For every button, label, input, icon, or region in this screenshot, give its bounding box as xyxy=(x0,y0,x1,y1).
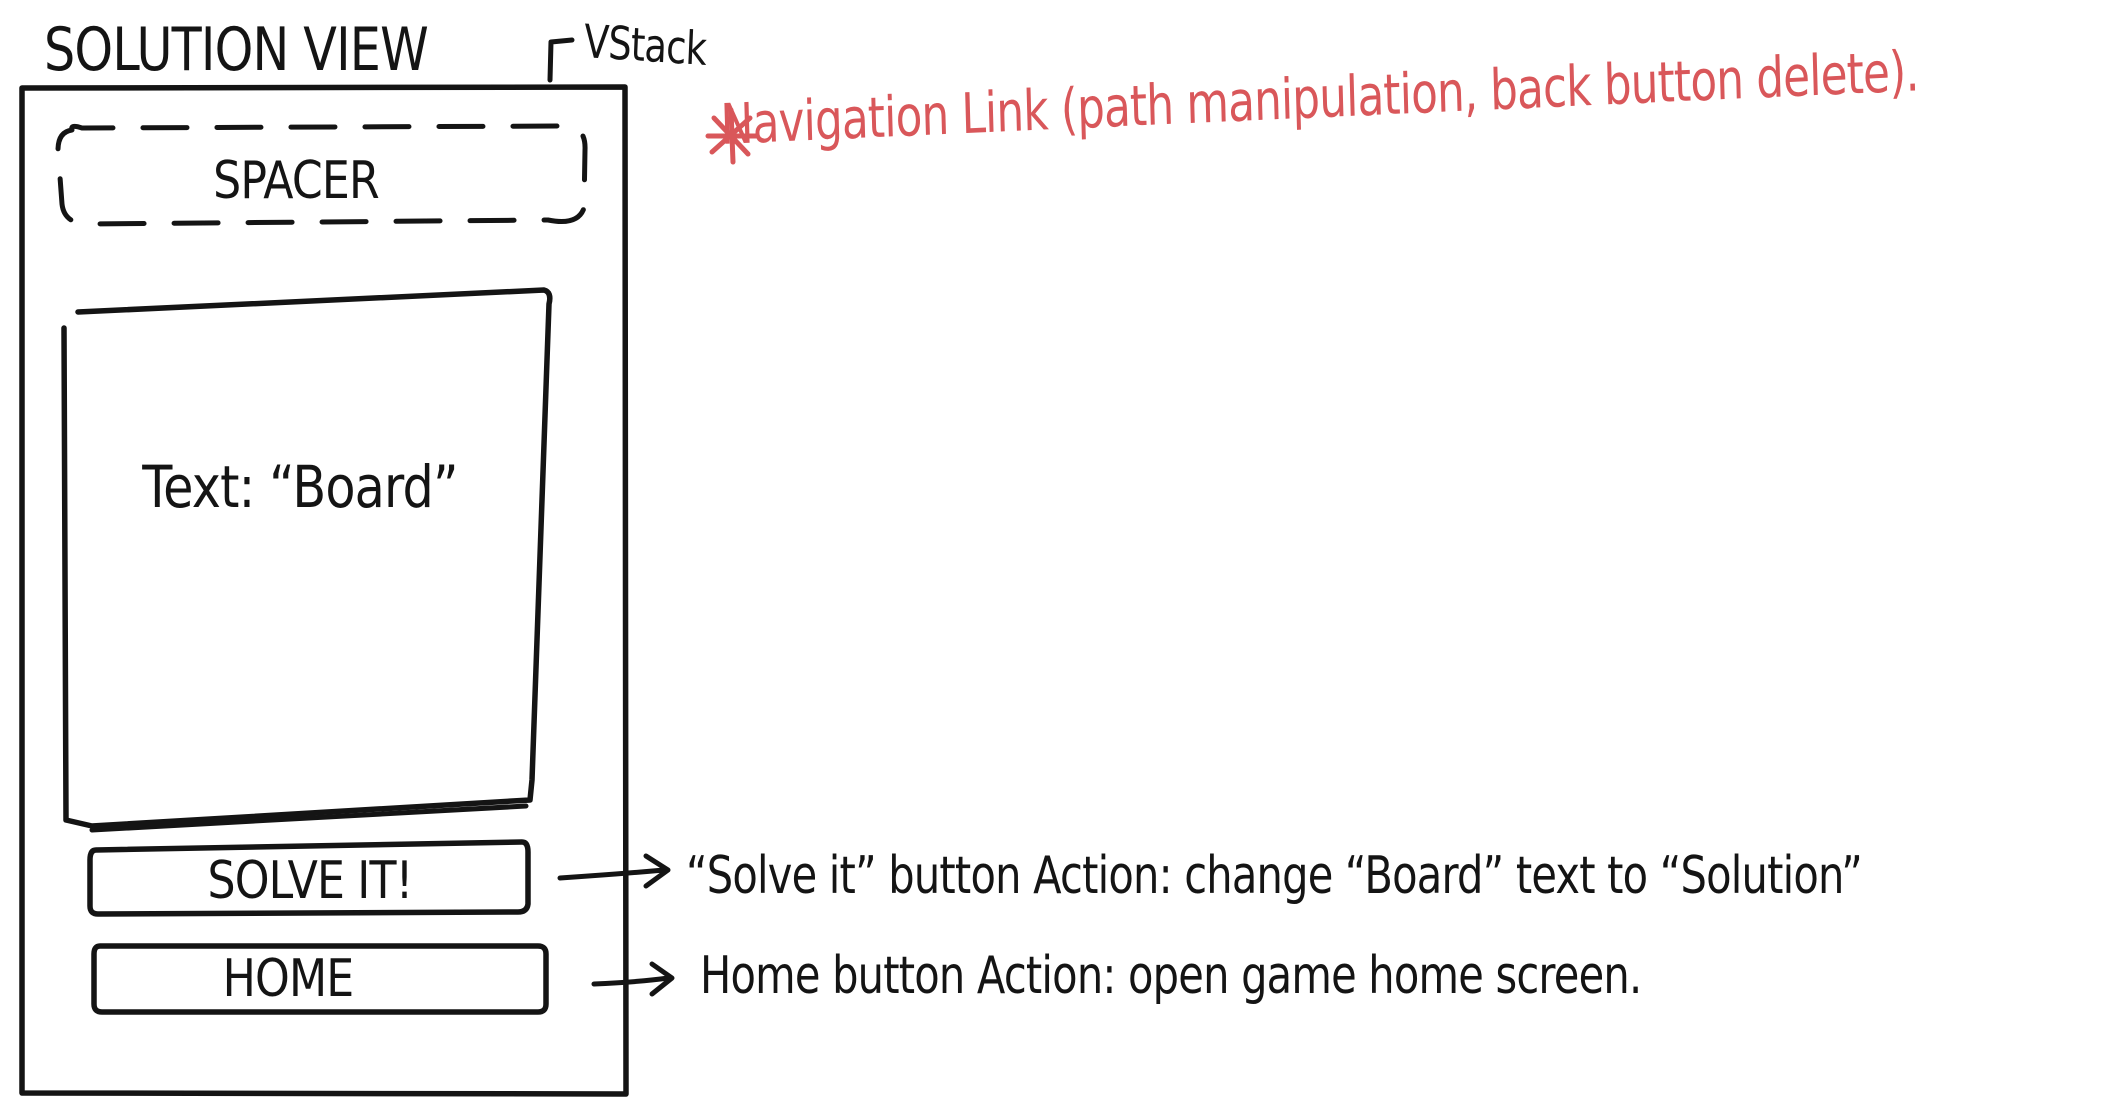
vstack-frame xyxy=(19,84,629,1097)
solve-button-label: SOLVE IT! xyxy=(207,851,414,911)
home-arrow xyxy=(591,961,675,997)
board-box xyxy=(61,287,553,829)
spacer-label: SPACER xyxy=(213,151,380,211)
board-box-underline xyxy=(89,803,529,833)
page-title: SOLUTION VIEW xyxy=(44,15,429,85)
solve-button-outline xyxy=(87,839,531,917)
asterisk-icon xyxy=(705,107,759,165)
home-button-annotation: Home button Action: open game home scree… xyxy=(700,946,1642,1006)
home-button-label: HOME xyxy=(222,949,355,1009)
home-button-outline xyxy=(91,943,549,1015)
vstack-label: VStack xyxy=(582,14,708,76)
solve-button-annotation: “Solve it” button Action: change “Board”… xyxy=(686,846,1863,906)
solve-arrow xyxy=(557,853,671,889)
vstack-bracket xyxy=(547,37,575,83)
board-text-label: Text: “Board” xyxy=(142,453,458,521)
spacer-box xyxy=(55,123,588,227)
